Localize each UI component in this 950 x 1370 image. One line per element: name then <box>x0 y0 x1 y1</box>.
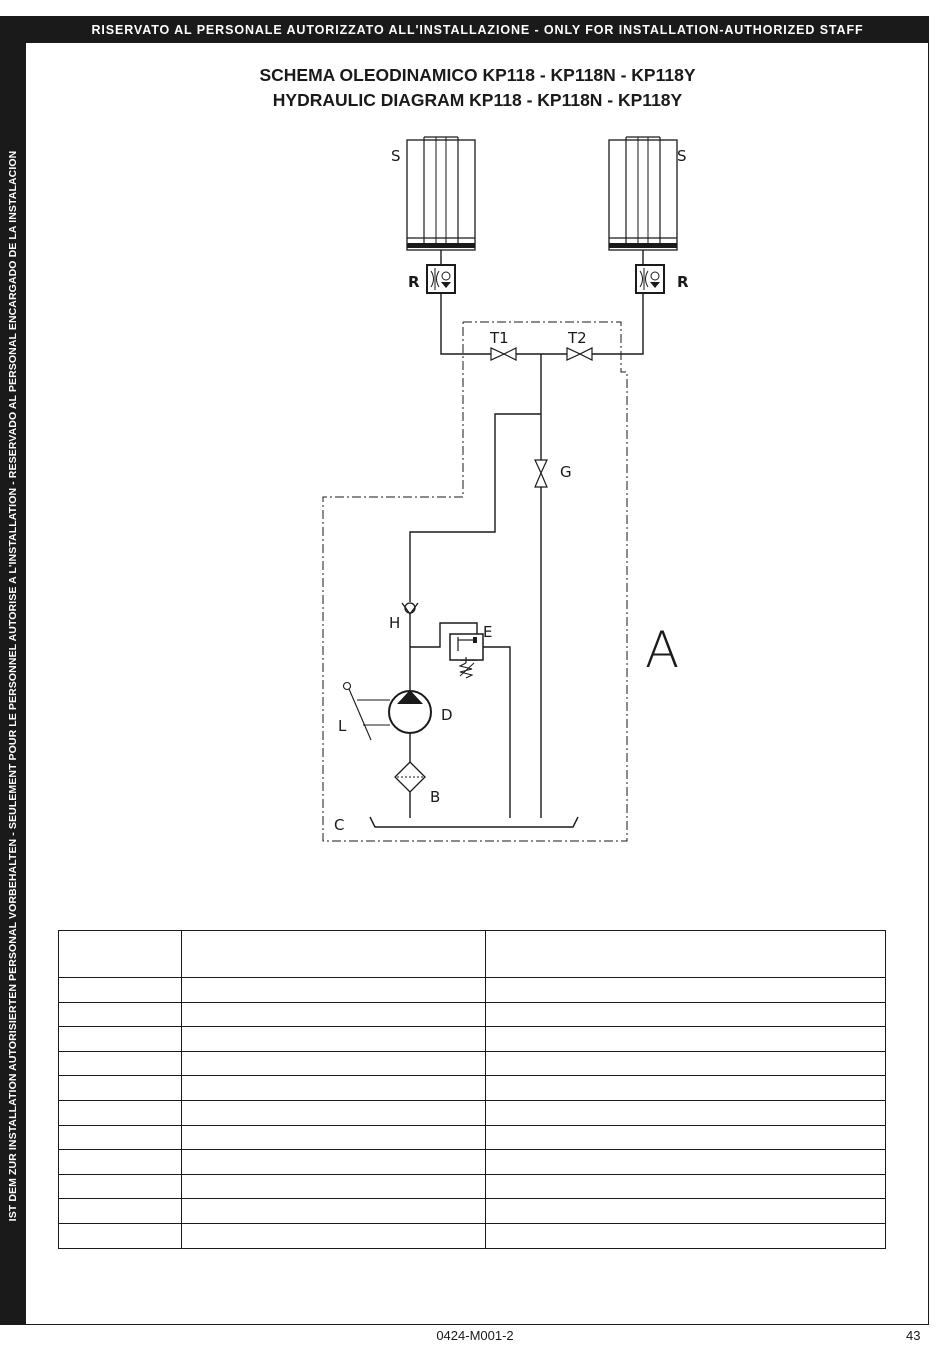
table-cell <box>485 1026 886 1052</box>
valve-g <box>534 459 548 488</box>
table-row <box>58 1222 886 1249</box>
restrictor-valve-left <box>426 264 456 294</box>
relief-valve-e <box>449 633 484 679</box>
table-cell <box>485 977 886 1003</box>
table-cell <box>485 1149 886 1175</box>
table-cell <box>58 977 182 1003</box>
table-header-cell <box>485 930 886 978</box>
label-g: G <box>560 463 572 481</box>
label-s-left: S <box>391 147 401 165</box>
table-cell <box>58 1001 182 1028</box>
table-cell <box>485 1124 886 1151</box>
table-cell <box>181 1050 486 1077</box>
label-c: C <box>334 816 344 834</box>
cylinder-right <box>608 136 678 277</box>
table-cell <box>181 1222 486 1249</box>
label-t2: T2 <box>567 329 587 347</box>
table-cell <box>181 977 486 1003</box>
label-e: E <box>483 623 492 641</box>
table-cell <box>58 1124 182 1151</box>
table-cell <box>485 1173 886 1200</box>
tank-c <box>369 816 579 828</box>
table-row <box>58 1124 886 1151</box>
label-d: D <box>441 706 453 724</box>
top-banner: RISERVATO AL PERSONALE AUTORIZZATO ALL'I… <box>26 16 929 43</box>
table-cell <box>485 1001 886 1028</box>
table-cell <box>58 1198 182 1224</box>
table-cell <box>58 1222 182 1249</box>
document-code: 0424-M001-2 <box>436 1328 514 1343</box>
table-row <box>58 1026 886 1052</box>
table-cell <box>58 1099 182 1126</box>
label-b: B <box>430 788 440 806</box>
table-header-cell <box>181 930 486 978</box>
table-cell <box>181 1099 486 1126</box>
check-valve-h <box>401 602 419 616</box>
table-cell <box>181 1001 486 1028</box>
table-row <box>58 1001 886 1028</box>
table-row <box>58 1149 886 1175</box>
label-r-left: R <box>408 273 420 291</box>
valve-t2 <box>566 347 593 361</box>
restrictor-valve-right <box>635 264 665 294</box>
cylinder-left <box>406 136 476 277</box>
frame-right-line <box>928 16 930 1325</box>
table-cell <box>181 1075 486 1101</box>
table-cell <box>485 1222 886 1249</box>
table-cell <box>485 1099 886 1126</box>
table-cell <box>58 1173 182 1200</box>
parts-table <box>58 930 886 1249</box>
table-cell <box>181 1173 486 1200</box>
table-cell <box>58 1075 182 1101</box>
label-r-right: R <box>677 273 689 291</box>
table-row <box>58 977 886 1003</box>
table-cell <box>485 1075 886 1101</box>
table-cell <box>181 1198 486 1224</box>
label-h: H <box>389 614 400 632</box>
table-header-row <box>58 930 886 978</box>
table-row <box>58 1050 886 1077</box>
table-row <box>58 1099 886 1126</box>
table-row <box>58 1198 886 1224</box>
frame-bottom-line <box>0 1324 929 1326</box>
table-cell <box>181 1149 486 1175</box>
label-a: A <box>645 621 679 679</box>
table-cell <box>58 1149 182 1175</box>
table-cell <box>485 1198 886 1224</box>
table-row <box>58 1075 886 1101</box>
label-l: L <box>338 717 347 735</box>
table-cell <box>485 1050 886 1077</box>
filter-b <box>394 761 426 793</box>
title-english: HYDRAULIC DIAGRAM KP118 - KP118N - KP118… <box>272 90 683 110</box>
table-cell <box>58 1026 182 1052</box>
valve-t1 <box>490 347 517 361</box>
top-banner-text: RISERVATO AL PERSONALE AUTORIZZATO ALL'I… <box>91 22 864 37</box>
title-italian: SCHEMA OLEODINAMICO KP118 - KP118N - KP1… <box>259 65 696 85</box>
label-s-right: S <box>677 147 687 165</box>
table-cell <box>181 1124 486 1151</box>
table-cell <box>181 1026 486 1052</box>
hydraulic-diagram: S S R R T1 T2 G H E D L B C A <box>322 136 689 842</box>
side-bar: IST DEM ZUR INSTALLATION AUTORISIERTEN P… <box>0 16 26 1325</box>
lever-l <box>342 681 390 741</box>
table-row <box>58 1173 886 1200</box>
page-number: 43 <box>906 1328 921 1343</box>
assembly-boundary-a <box>322 321 628 842</box>
table-header-cell <box>58 930 182 978</box>
label-t1: T1 <box>489 329 509 347</box>
pump-d <box>388 690 432 734</box>
table-cell <box>58 1050 182 1077</box>
